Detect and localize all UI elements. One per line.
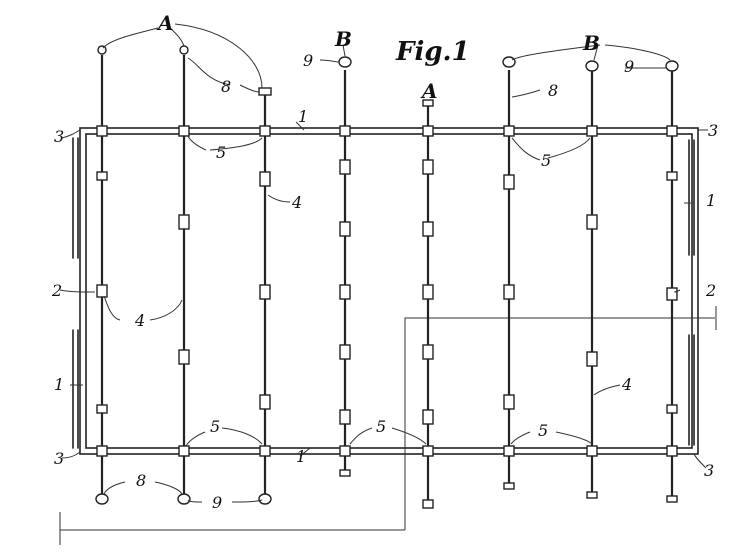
label-4-left: 4 xyxy=(134,311,145,330)
label-2-right: 2 xyxy=(705,281,716,300)
label-4-center: 4 xyxy=(291,193,302,212)
label-9-bottom: 9 xyxy=(212,493,222,512)
label-a-top-left: A xyxy=(156,11,174,35)
label-1-left: 1 xyxy=(54,375,64,394)
label-b-top-right: B xyxy=(582,31,600,55)
label-1-bottom: 1 xyxy=(296,447,306,466)
label-8-bottom: 8 xyxy=(136,471,146,490)
label-8-top-left: 8 xyxy=(221,77,231,96)
label-5-bottom-center: 5 xyxy=(376,417,386,436)
label-4-right: 4 xyxy=(621,375,632,394)
label-9-top-right: 9 xyxy=(624,57,634,76)
label-5-bottom-right: 5 xyxy=(538,421,548,440)
label-5-top-left: 5 xyxy=(216,143,226,162)
label-9-top-left: 9 xyxy=(303,51,313,70)
label-3-top-left: 3 xyxy=(54,127,64,146)
leader-lines xyxy=(59,23,708,503)
label-1-top: 1 xyxy=(298,107,308,126)
label-3-bottom-right: 3 xyxy=(704,461,714,480)
label-5-top-right: 5 xyxy=(541,151,551,170)
label-b-top-left: B xyxy=(334,27,352,51)
label-a-top-center: A xyxy=(420,79,438,103)
label-3-top-right: 3 xyxy=(708,121,718,140)
figure-title: Fig.1 xyxy=(395,37,470,67)
rod-clips xyxy=(96,159,678,425)
label-5-bottom-left: 5 xyxy=(210,417,220,436)
label-1-right-top: 1 xyxy=(706,191,716,210)
outer-frame xyxy=(79,127,699,455)
label-8-top-right: 8 xyxy=(548,81,558,100)
vertical-rods xyxy=(100,55,674,505)
label-3-bottom-left: 3 xyxy=(54,449,64,468)
side-hinges xyxy=(72,137,695,449)
frame-crossings xyxy=(96,125,678,457)
label-2-left: 2 xyxy=(51,281,62,300)
fold-lines xyxy=(59,306,717,545)
